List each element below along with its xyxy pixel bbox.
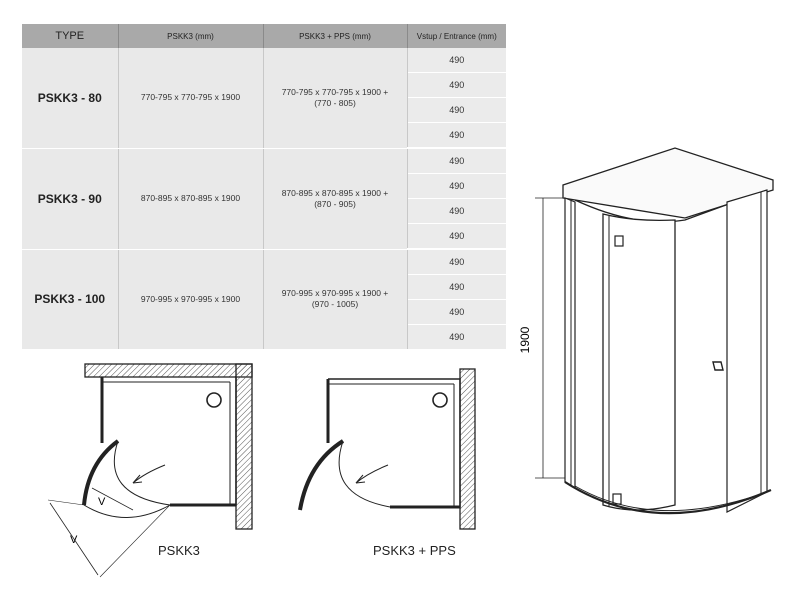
door-panel bbox=[298, 439, 345, 511]
table-row: 490 bbox=[22, 97, 506, 123]
entrance-cell: 490 bbox=[407, 72, 506, 98]
entrance-cell: 490 bbox=[407, 97, 506, 123]
wall-right-short bbox=[459, 368, 476, 530]
plan-pskk3-pps-caption: PSKK3 + PPS bbox=[373, 543, 456, 558]
entrance-cell: 490 bbox=[407, 299, 506, 325]
pskk3-dim-cell: 870-895 x 870-895 x 1900 bbox=[118, 148, 264, 250]
table-row: 490 bbox=[22, 299, 506, 325]
table-row: 490 bbox=[22, 324, 506, 350]
door-hinge-top-icon bbox=[614, 235, 624, 247]
pps-dim-line1: 870-895 x 870-895 x 1900 + bbox=[281, 187, 389, 198]
type-cell: PSKK3 - 80 bbox=[22, 48, 119, 149]
table-row: 490 bbox=[22, 223, 506, 250]
bottom-tray-curve bbox=[564, 481, 772, 515]
drain-icon bbox=[432, 392, 448, 408]
pps-dim-cell: 970-995 x 970-995 x 1900 +(970 - 1005) bbox=[263, 249, 408, 350]
dim-v-inner-label: V bbox=[98, 496, 106, 508]
table-row: PSKK3 - 100 970-995 x 970-995 x 1900 970… bbox=[22, 249, 506, 350]
rotation-arrow bbox=[132, 464, 166, 484]
header-type: TYPE bbox=[22, 24, 119, 48]
entrance-cell: 490 bbox=[407, 324, 506, 350]
table-row: 490 bbox=[22, 173, 506, 199]
table-row: 490 bbox=[22, 274, 506, 300]
door-swing-arc bbox=[338, 440, 391, 508]
pps-dim-line2: (870 - 905) bbox=[314, 198, 356, 209]
entrance-cell: 490 bbox=[407, 198, 506, 224]
left-fixed-panel bbox=[564, 197, 576, 490]
pps-dim-line2: (770 - 805) bbox=[314, 97, 356, 108]
enclosure-3d-drawing: 1900 bbox=[518, 147, 774, 515]
dim-ext-2 bbox=[99, 504, 171, 578]
type-cell: PSKK3 - 100 bbox=[22, 249, 119, 350]
spec-table: TYPE PSKK3 (mm) PSKK3 + PPS (mm) Vstup /… bbox=[22, 24, 506, 350]
door-path-arc bbox=[83, 504, 171, 518]
pps-dim-cell: 870-895 x 870-895 x 1900 +(870 - 905) bbox=[263, 148, 408, 250]
table-row: 490 bbox=[22, 198, 506, 224]
table-row: PSKK3 - 80 770-795 x 770-795 x 1900 770-… bbox=[22, 48, 506, 149]
pskk3-dim-cell: 770-795 x 770-795 x 1900 bbox=[118, 48, 264, 149]
top-frame bbox=[562, 147, 774, 219]
dim-v-outer-label: V bbox=[70, 534, 78, 546]
dim-ext-1 bbox=[47, 499, 85, 506]
height-label: 1900 bbox=[518, 326, 532, 353]
drain-icon bbox=[206, 392, 222, 408]
table-row: 490 bbox=[22, 122, 506, 149]
wall-top bbox=[84, 363, 253, 378]
door-panel bbox=[82, 439, 120, 506]
entrance-cell: 490 bbox=[407, 148, 506, 174]
plan-pskk3-pps-drawing bbox=[298, 368, 476, 530]
type-cell: PSKK3 - 90 bbox=[22, 148, 119, 250]
dim-line-inner bbox=[91, 487, 134, 511]
table-header-row: TYPE PSKK3 (mm) PSKK3 + PPS (mm) Vstup /… bbox=[22, 24, 506, 48]
header-entrance: Vstup / Entrance (mm) bbox=[407, 24, 506, 48]
entrance-cell: 490 bbox=[407, 173, 506, 199]
header-pskk3-pps: PSKK3 + PPS (mm) bbox=[263, 24, 408, 48]
entrance-cell: 490 bbox=[407, 274, 506, 300]
pps-dim-line1: 970-995 x 970-995 x 1900 + bbox=[281, 288, 389, 299]
entrance-cell: 490 bbox=[407, 48, 506, 73]
table-row: 490 bbox=[22, 72, 506, 98]
entrance-cell: 490 bbox=[407, 122, 506, 149]
door-swing-arc bbox=[113, 440, 171, 506]
header-pskk3: PSKK3 (mm) bbox=[118, 24, 264, 48]
pskk3-dim-cell: 970-995 x 970-995 x 1900 bbox=[118, 249, 264, 350]
pps-dim-line1: 770-795 x 770-795 x 1900 + bbox=[281, 86, 389, 97]
dim-line-outer bbox=[49, 502, 99, 576]
bottom-tray-inner bbox=[574, 485, 768, 512]
table-row: PSKK3 - 90 870-895 x 870-895 x 1900 870-… bbox=[22, 148, 506, 250]
wall-right bbox=[235, 363, 253, 530]
rotation-arrow-head bbox=[132, 474, 143, 484]
pps-dim-line2: (970 - 1005) bbox=[311, 299, 359, 310]
entrance-cell: 490 bbox=[407, 223, 506, 250]
plan-pskk3-drawing: V V bbox=[47, 363, 253, 578]
door-handle-icon[interactable] bbox=[712, 361, 724, 371]
curved-door bbox=[602, 213, 676, 511]
entrance-cell: 490 bbox=[407, 249, 506, 275]
rotation-arrow bbox=[355, 464, 389, 484]
rotation-arrow-head bbox=[355, 474, 366, 484]
plan-pskk3-caption: PSKK3 bbox=[158, 543, 200, 558]
pps-dim-cell: 770-795 x 770-795 x 1900 +(770 - 805) bbox=[263, 48, 408, 149]
